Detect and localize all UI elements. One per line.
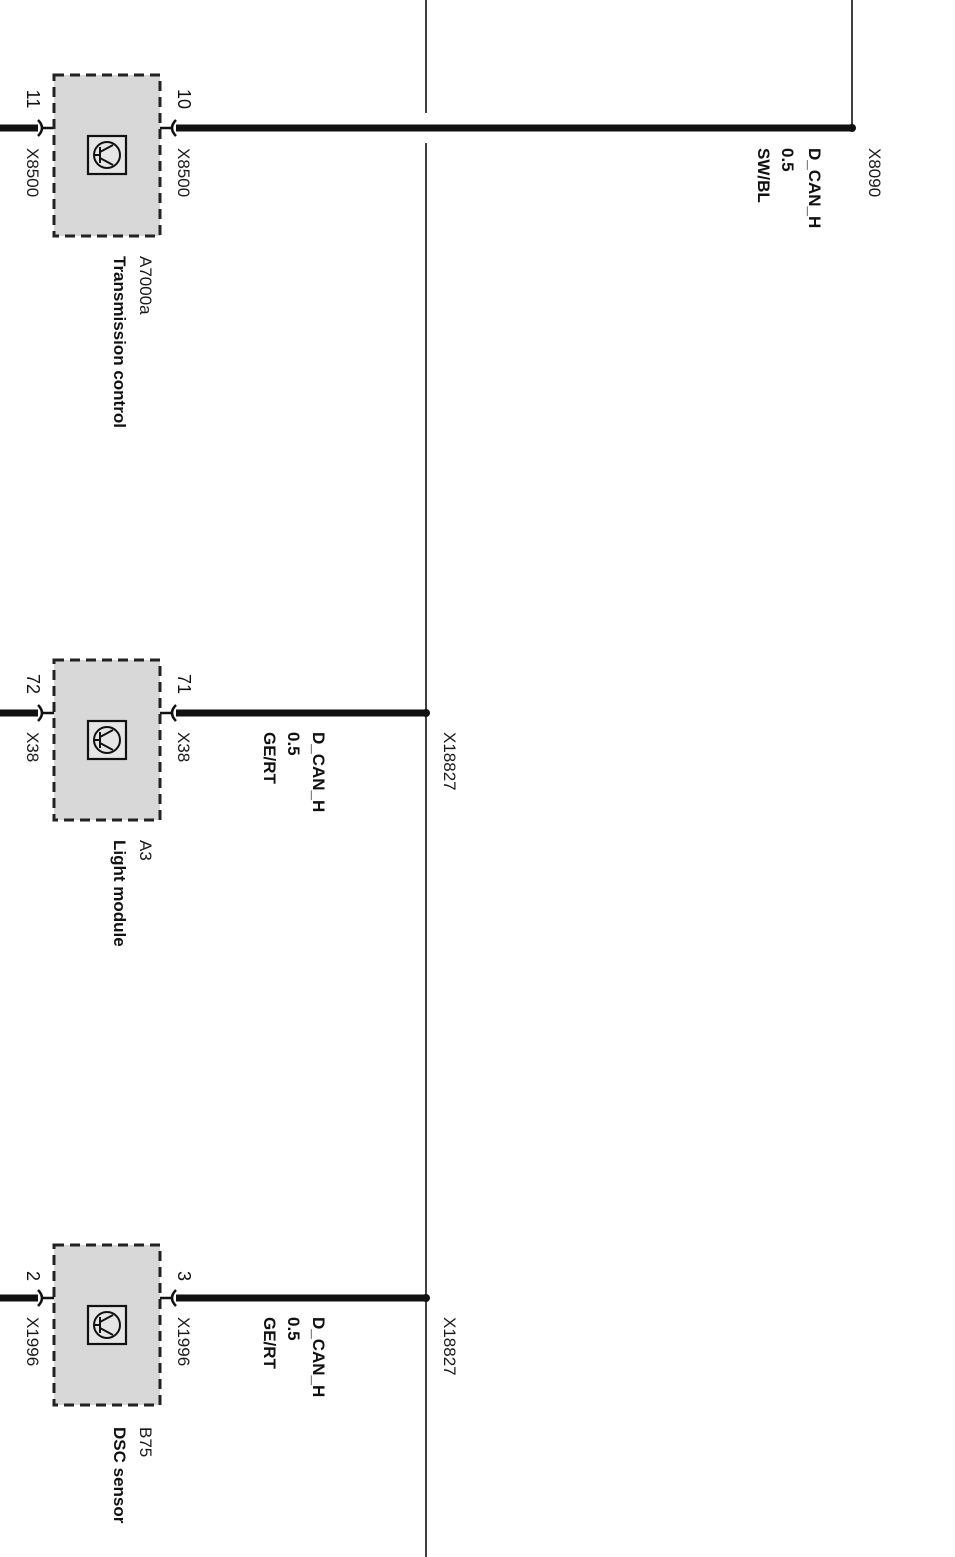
- pin-left-number: 72: [23, 674, 43, 694]
- connector-right-label: X38: [174, 732, 193, 762]
- transistor-icon: [86, 1304, 128, 1346]
- splice-dot: [848, 124, 856, 132]
- transistor-icon: [86, 719, 128, 761]
- splice-label: X18827: [440, 732, 459, 791]
- pin-right-number: 71: [174, 674, 194, 694]
- module-code: A7000a: [136, 256, 155, 315]
- module-name: DSC sensor: [110, 1427, 129, 1524]
- splice-dot: [422, 709, 430, 717]
- module-light-module: 72 X38 71 X38 A3 Light module D_CAN_H 0.…: [0, 658, 459, 947]
- module-name: Transmission control: [110, 256, 129, 428]
- connector-right-label: X1996: [174, 1317, 193, 1366]
- wire-signal-label: D_CAN_H: [805, 148, 824, 228]
- pin-left-number: 11: [23, 90, 43, 109]
- wire-signal-label: D_CAN_H: [309, 1317, 328, 1397]
- splice-dot: [422, 1294, 430, 1302]
- connector-left-label: X38: [23, 732, 42, 762]
- pin-right-number: 10: [174, 89, 194, 109]
- wire-color-label: SW/BL: [754, 148, 773, 203]
- module-dsc-sensor: 2 X1996 3 X1996 B75 DSC sensor D_CAN_H 0…: [0, 1243, 459, 1524]
- wire-size-label: 0.5: [778, 148, 797, 172]
- splice-label: X18827: [440, 1317, 459, 1376]
- connector-left-label: X8500: [23, 148, 42, 197]
- pin-left-number: 2: [23, 1271, 43, 1281]
- wire-color-label: GE/RT: [260, 1317, 279, 1370]
- wire-size-label: 0.5: [284, 1317, 303, 1341]
- pin-right-number: 3: [174, 1271, 194, 1281]
- module-code: B75: [136, 1427, 155, 1457]
- connector-right-label: X8500: [174, 148, 193, 197]
- wire-size-label: 0.5: [284, 732, 303, 756]
- module-transmission-control: 11 X8500 10 X8500 A7000a Transmission co…: [0, 73, 884, 428]
- transistor-icon: [86, 134, 128, 176]
- connector-left-label: X1996: [23, 1317, 42, 1366]
- wire-color-label: GE/RT: [260, 732, 279, 785]
- splice-label: X8090: [865, 148, 884, 197]
- wire-signal-label: D_CAN_H: [309, 732, 328, 812]
- module-code: A3: [136, 840, 155, 861]
- module-name: Light module: [110, 840, 129, 947]
